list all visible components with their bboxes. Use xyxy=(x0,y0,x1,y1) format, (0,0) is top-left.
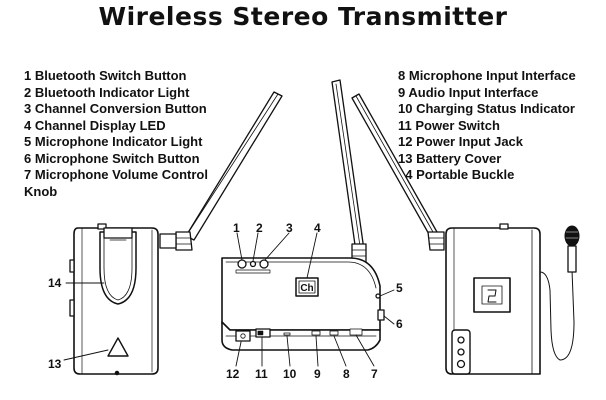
left-antenna xyxy=(159,91,283,251)
legend-num: 10 xyxy=(398,101,413,116)
callout-13: 13 xyxy=(48,357,62,371)
microphone-input-interface xyxy=(329,330,339,336)
legend-num: 7 xyxy=(24,167,32,182)
legend-num: 6 xyxy=(24,150,32,166)
bluetooth-indicator-light xyxy=(249,260,257,268)
callout-14: 14 xyxy=(48,276,62,290)
legend-item-5: 5 Microphone Indicator Light xyxy=(24,134,214,151)
legend-text: Microphone Volume Control Knob xyxy=(24,167,208,199)
legend-item-4: 4 Channel Display LED xyxy=(24,118,214,135)
legend-item-10: 10 Charging Status Indicator xyxy=(398,101,603,118)
callout-6: 6 xyxy=(396,317,403,331)
legend-item-1: 1 Bluetooth Switch Button xyxy=(24,68,214,85)
legend-num: 3 xyxy=(24,101,32,116)
callout-3: 3 xyxy=(286,221,293,235)
legend-text: Portable Buckle xyxy=(416,167,515,182)
callout-1: 1 xyxy=(233,221,240,235)
callout-4: 4 xyxy=(314,221,321,235)
page-title: Wireless Stereo Transmitter xyxy=(98,2,508,31)
legend-num: 5 xyxy=(24,134,32,149)
legend-num: 13 xyxy=(398,150,413,166)
legend-text: Bluetooth Indicator Light xyxy=(34,84,190,100)
legend-item-11: 11 Power Switch xyxy=(398,118,603,135)
leader-lines xyxy=(63,232,395,367)
microphone-switch-button xyxy=(377,309,385,321)
left-device xyxy=(69,91,283,376)
legend-item-13: 13 Battery Cover xyxy=(398,151,603,168)
legend-text: Bluetooth Switch Button xyxy=(34,68,187,83)
callout-7: 7 xyxy=(371,367,378,381)
legend-num: 9 xyxy=(398,84,406,100)
legend-item-3: 3 Channel Conversion Button xyxy=(24,101,214,118)
callout-2: 2 xyxy=(256,221,263,235)
legend-text: Microphone Switch Button xyxy=(34,150,200,166)
audio-input-interface xyxy=(311,330,321,336)
legend-item-7: 7 Microphone Volume Control Knob xyxy=(24,167,209,200)
legend-right: 8 Microphone Input Interface 9 Audio Inp… xyxy=(398,68,603,184)
callout-5: 5 xyxy=(396,281,403,295)
legend-text: Power Switch xyxy=(415,117,500,133)
microphone-indicator-light xyxy=(375,293,381,299)
portable-buckle xyxy=(99,227,137,305)
legend-item-6: 6 Microphone Switch Button xyxy=(24,151,214,168)
center-device: Ch xyxy=(221,79,385,351)
bluetooth-switch-button xyxy=(237,259,247,269)
legend-num: 4 xyxy=(24,117,32,133)
legend-text: Microphone Input Interface xyxy=(408,68,576,83)
legend-text: Channel Display LED xyxy=(34,117,166,133)
legend-text: Audio Input Interface xyxy=(408,84,539,100)
legend-text: Microphone Indicator Light xyxy=(34,134,203,149)
legend-num: 8 xyxy=(398,68,406,83)
led-text: Ch xyxy=(300,283,313,294)
legend-item-8: 8 Microphone Input Interface xyxy=(398,68,603,85)
right-antenna xyxy=(351,93,445,251)
legend-text: Power Input Jack xyxy=(416,134,524,149)
legend-text: Battery Cover xyxy=(416,150,502,166)
battery-cover-mark xyxy=(107,337,129,357)
callout-8: 8 xyxy=(343,367,350,381)
callouts: 1 2 3 4 5 6 7 8 9 10 11 12 13 14 xyxy=(48,221,403,381)
callout-12: 12 xyxy=(226,367,240,381)
microphone xyxy=(564,225,580,273)
channel-conversion-button xyxy=(259,259,269,269)
legend-num: 1 xyxy=(24,68,32,83)
legend-left: 1 Bluetooth Switch Button 2 Bluetooth In… xyxy=(24,68,214,200)
legend-num: 12 xyxy=(398,134,413,149)
callout-9: 9 xyxy=(314,367,321,381)
legend-num: 11 xyxy=(398,117,412,133)
legend-item-9: 9 Audio Input Interface xyxy=(398,85,603,102)
right-device xyxy=(351,93,580,375)
legend-text: Channel Conversion Button xyxy=(34,101,207,116)
charging-status-indicator xyxy=(283,332,291,336)
legend-text: Charging Status Indicator xyxy=(416,101,575,116)
callout-10: 10 xyxy=(283,367,297,381)
legend-num: 2 xyxy=(24,84,32,100)
legend-item-12: 12 Power Input Jack xyxy=(398,134,603,151)
microphone-volume-knob xyxy=(349,328,363,336)
channel-display-led: Ch xyxy=(295,277,319,297)
callout-11: 11 xyxy=(255,367,268,381)
legend-item-2: 2 Bluetooth Indicator Light xyxy=(24,85,214,102)
